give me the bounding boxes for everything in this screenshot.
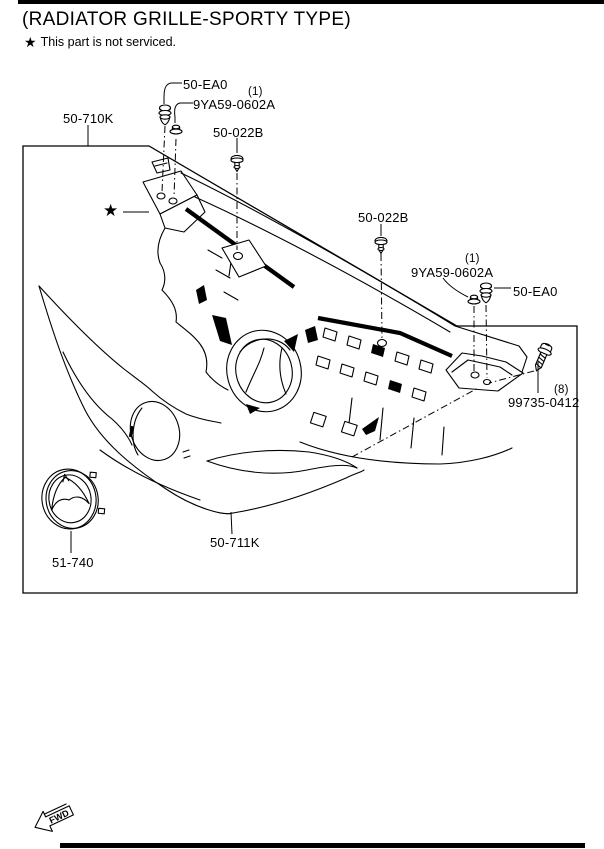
upper-grille-assembly [143, 158, 527, 464]
qty-label-nut-top: (1) [248, 86, 263, 98]
part-label-nut-top: 9YA59-0602A [193, 97, 276, 112]
fastener-holes [157, 193, 491, 385]
nut-icon-9ya59-top [169, 124, 183, 135]
page-title: (RADIATOR GRILLE-SPORTY TYPE) [22, 9, 351, 30]
fog-lamp-opening [128, 395, 190, 467]
part-label-clip2-top: 50-022B [213, 125, 264, 140]
star-marker-icon: ★ [103, 201, 119, 220]
fwd-arrow-icon: FWD [30, 800, 76, 837]
lower-grille-fascia [39, 286, 364, 514]
star-icon: ★ [24, 34, 37, 50]
clip-icon-50ea0-top [158, 104, 172, 126]
grille-vanes [316, 328, 444, 455]
service-note-text: This part is not serviced. [40, 35, 177, 49]
screw-icon [530, 341, 554, 373]
page-top-border [18, 0, 604, 4]
diagram-boundary-box [23, 146, 577, 593]
page-bottom-border [60, 843, 585, 848]
part-label-nut-right: 9YA59-0602A [411, 265, 494, 280]
clip-icon-50022b-right [374, 236, 388, 255]
assembly-hidden-lines [162, 126, 534, 457]
qty-label-nut-right: (1) [465, 253, 480, 265]
service-note: ★This part is not serviced. [24, 33, 176, 50]
part-label-clip2-right: 50-022B [358, 210, 409, 225]
emblem-mount-ring [218, 322, 311, 414]
part-label-emblem: 51-740 [52, 555, 94, 570]
part-label-upper-grille: 50-710K [63, 111, 114, 126]
nut-icon-9ya59-right [467, 294, 481, 305]
leader-lines [71, 83, 538, 553]
qty-label-screw: (8) [554, 384, 569, 396]
part-label-lower-grille: 50-711K [210, 535, 260, 550]
part-label-clip-top: 50-EA0 [183, 77, 228, 92]
clip-icon-50ea0-right [479, 282, 493, 304]
mazda-emblem-icon [37, 464, 107, 534]
clip-icon-50022b-top [230, 154, 244, 173]
part-label-screw: 99735-0412 [508, 395, 580, 410]
part-label-clip-right: 50-EA0 [513, 284, 558, 299]
